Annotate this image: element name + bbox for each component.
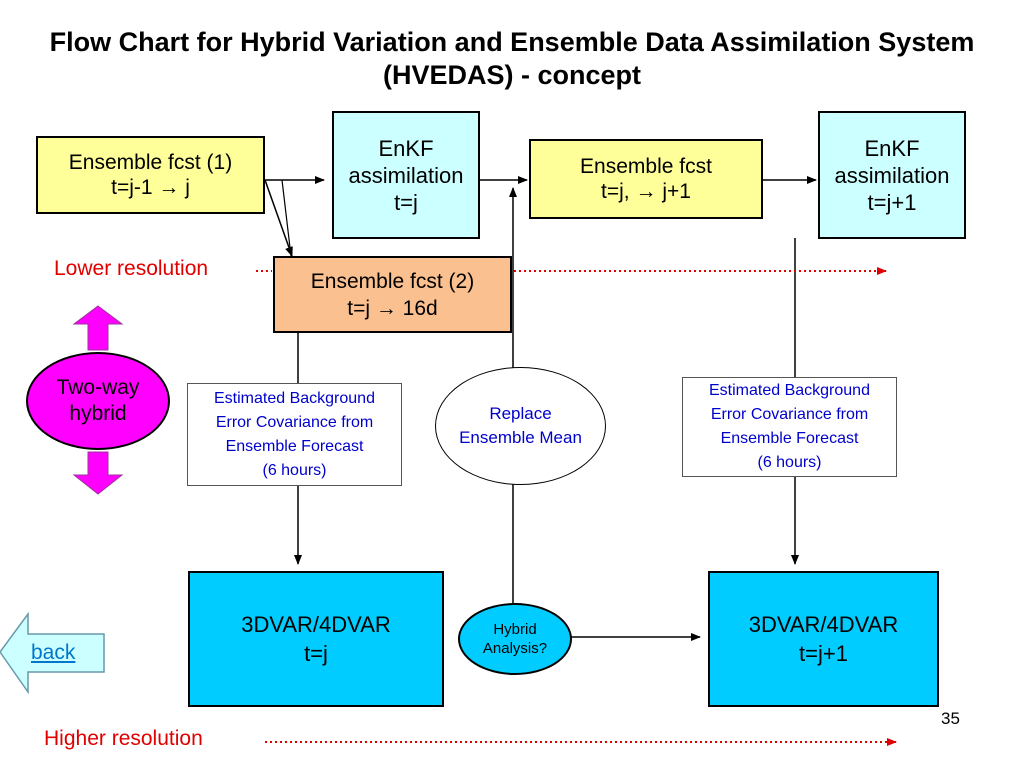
hybrid-analysis-ellipse: Hybrid Analysis? <box>458 603 572 675</box>
var-tj1-label: 3DVAR/4DVAR <box>748 612 899 637</box>
higher-resolution-label: Higher resolution <box>44 727 203 750</box>
ensemble-fcst-1-label: Ensemble fcst (1) <box>68 151 233 174</box>
ensemble-fcst-2-time: t=j → 16d <box>347 296 438 320</box>
ensemble-fcst-1-time: t=j-1 → j <box>111 176 190 199</box>
enkf-assimilation-label: assimilation <box>348 162 464 188</box>
replace-label: Replace <box>489 404 552 423</box>
page-number: 35 <box>941 709 960 728</box>
var-tj1-time: t=j+1 <box>799 641 848 666</box>
arrow-fcst1-to-fcst2 <box>264 179 293 257</box>
ensemble-fcst-box: Ensemble fcst t=j, → j+1 <box>529 139 763 219</box>
var-tj-box: 3DVAR/4DVAR t=j <box>188 571 444 707</box>
replace-ensemble-mean-ellipse: Replace Ensemble Mean <box>435 367 606 485</box>
est-bg-right-line2: Error Covariance from <box>710 406 869 423</box>
back-link[interactable]: back <box>31 641 76 664</box>
estimated-background-right-box: Estimated Background Error Covariance fr… <box>682 377 897 477</box>
enkf-time: t=j <box>394 189 418 215</box>
est-bg-left-line4: (6 hours) <box>262 461 327 479</box>
est-bg-left-line2: Error Covariance from <box>215 413 374 431</box>
magenta-down-arrow <box>72 451 124 495</box>
two-way-hybrid-ellipse: Two-way hybrid <box>26 352 170 450</box>
var-tj-time: t=j <box>304 641 328 666</box>
ensemble-fcst-time: t=j, → j+1 <box>601 180 691 203</box>
estimated-background-left-box: Estimated Background Error Covariance fr… <box>187 383 402 486</box>
line-junction-down <box>281 179 292 257</box>
hybrid-analysis-line1: Hybrid <box>493 621 537 638</box>
var-tj1-box: 3DVAR/4DVAR t=j+1 <box>708 571 939 707</box>
enkf-assimilation-tj-box: EnKF assimilation t=j <box>332 111 480 239</box>
var-tj-label: 3DVAR/4DVAR <box>241 612 391 637</box>
title-line2: (HVEDAS) - concept <box>382 60 642 90</box>
est-bg-right-line4: (6 hours) <box>757 454 822 471</box>
ensemble-fcst-2-label: Ensemble fcst (2) <box>310 269 475 293</box>
hybrid-analysis-line2: Analysis? <box>482 640 548 657</box>
magenta-up-arrow <box>72 305 124 351</box>
title-line1: Flow Chart for Hybrid Variation and Ense… <box>49 27 975 57</box>
hybrid-label: hybrid <box>69 402 127 425</box>
ensemble-fcst-2-box: Ensemble fcst (2) t=j → 16d <box>273 256 512 333</box>
two-way-label: Two-way <box>56 376 140 399</box>
enkf-label: EnKF <box>378 135 434 161</box>
enkf-assimilation-label-2: assimilation <box>834 162 950 188</box>
ensemble-fcst-label: Ensemble fcst <box>580 155 712 178</box>
ensemble-fcst-1-box: Ensemble fcst (1) t=j-1 → j <box>36 136 265 214</box>
est-bg-right-line1: Estimated Background <box>709 382 870 399</box>
enkf-time-2: t=j+1 <box>867 189 917 215</box>
lower-resolution-label: Lower resolution <box>54 257 209 280</box>
enkf-label-2: EnKF <box>864 135 920 161</box>
enkf-assimilation-tj1-box: EnKF assimilation t=j+1 <box>818 111 966 239</box>
est-bg-left-line3: Ensemble Forecast <box>225 437 364 455</box>
est-bg-left-line1: Estimated Background <box>214 389 375 407</box>
ensemble-mean-label: Ensemble Mean <box>459 428 582 447</box>
page-title: Flow Chart for Hybrid Variation and Ense… <box>0 26 1024 92</box>
est-bg-right-line3: Ensemble Forecast <box>720 430 859 447</box>
